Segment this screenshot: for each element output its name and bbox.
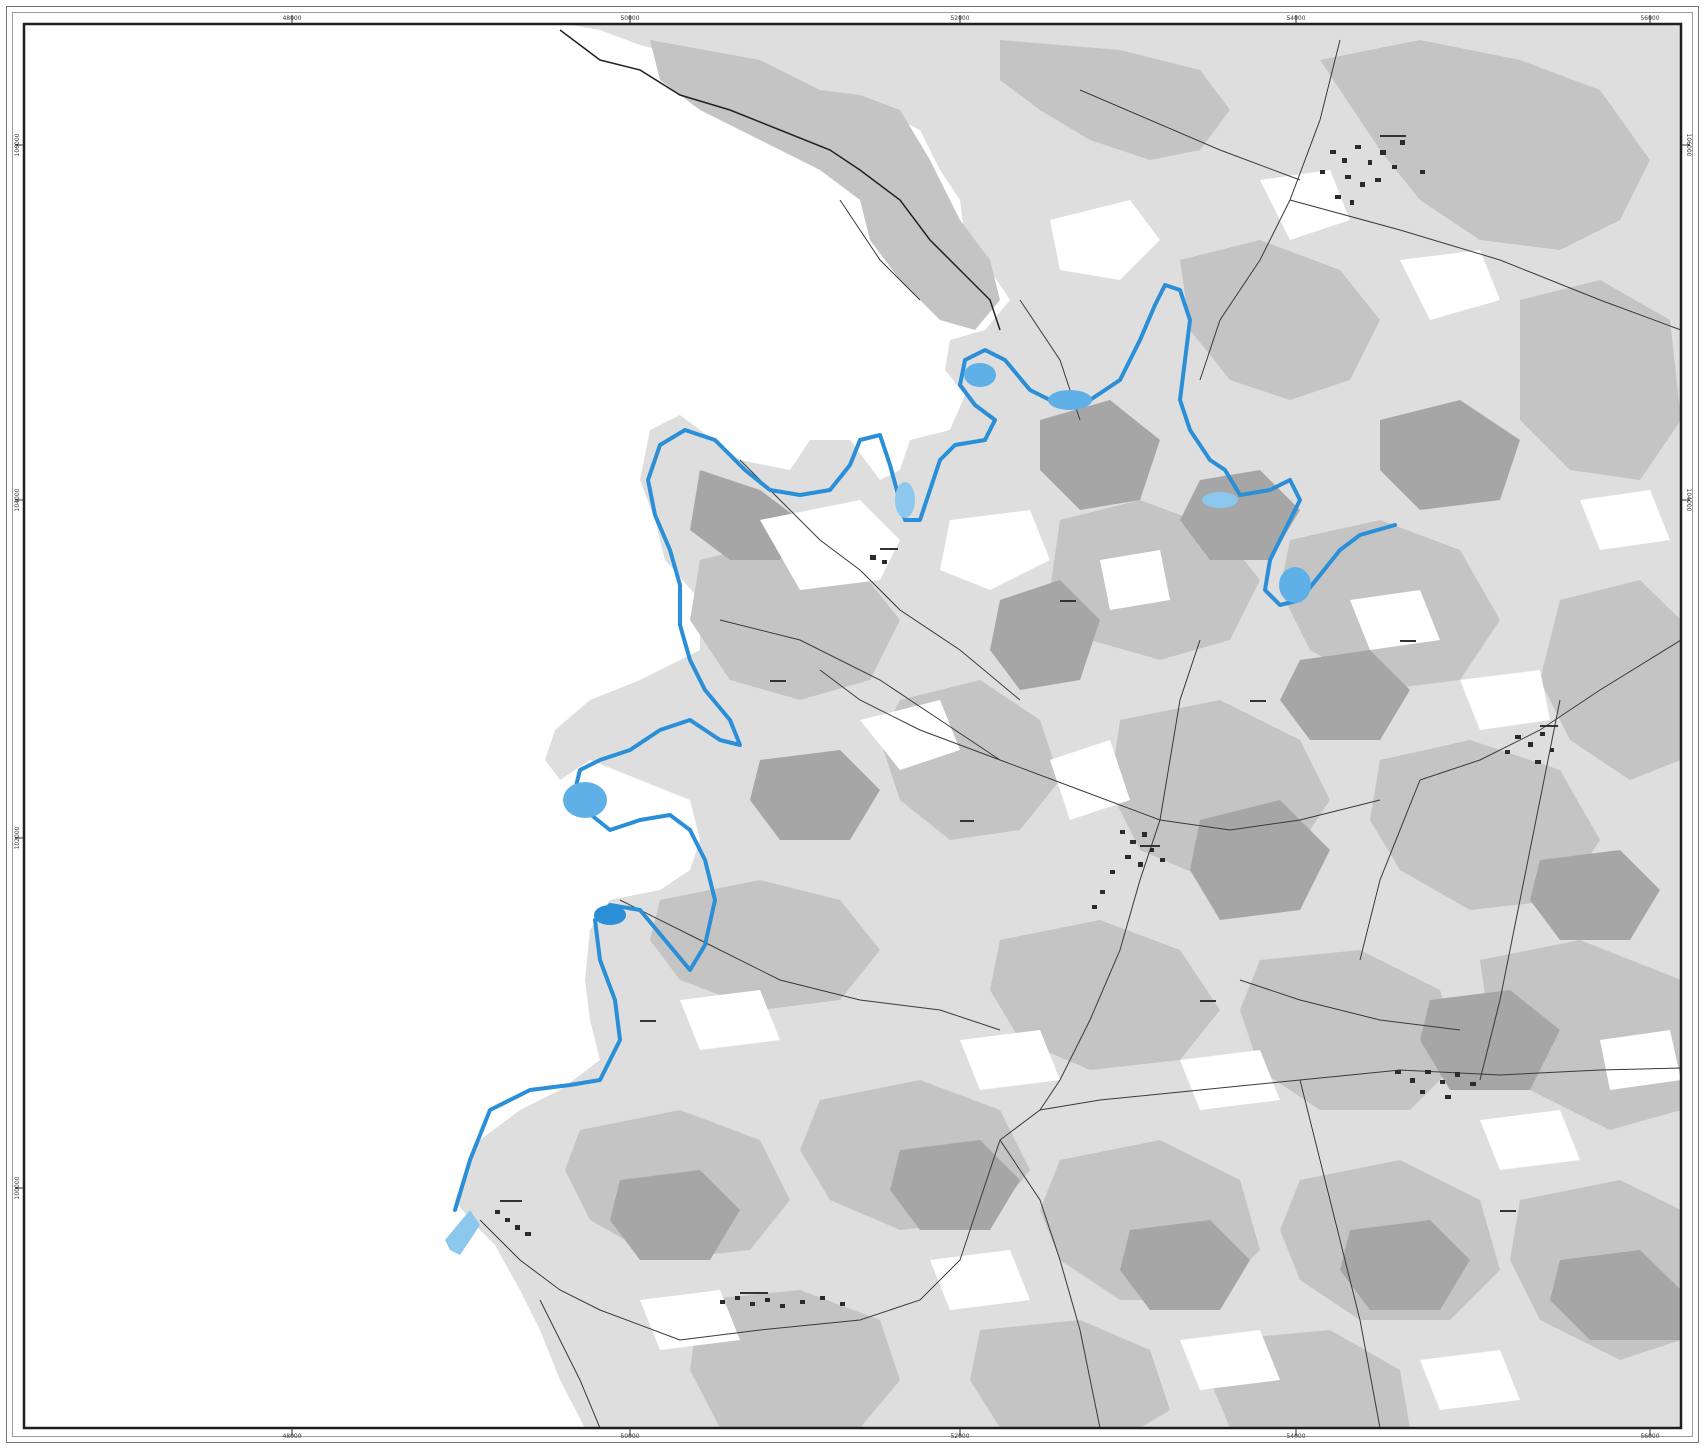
- left-y-label: 106000: [14, 133, 21, 156]
- river-pools: [445, 363, 1311, 1255]
- village-south: [1395, 1070, 1476, 1099]
- roads: [479, 39, 1681, 1428]
- bottom-x-label: 56000: [1640, 1433, 1659, 1440]
- village-east: [1505, 732, 1554, 764]
- bottom-x-label: 50000: [620, 1433, 639, 1440]
- grid-ticks: 48000 50000 52000 54000 56000 48000 50000 52000…: [14, 15, 1692, 1440]
- right-y-label: 104000: [1685, 489, 1692, 512]
- left-y-label: 100000: [14, 1176, 21, 1199]
- place-marks: [500, 135, 1558, 1294]
- top-x-label: 56000: [1640, 15, 1659, 22]
- top-x-label: 52000: [950, 15, 969, 22]
- settlements: [495, 140, 1554, 1308]
- left-y-label: 104000: [14, 488, 21, 511]
- relief-dark: [610, 400, 1681, 1340]
- mid-frame: [12, 12, 1693, 1437]
- bottom-x-label: 48000: [282, 1433, 301, 1440]
- bottom-x-label: 54000: [1286, 1433, 1305, 1440]
- top-x-label: 50000: [620, 15, 639, 22]
- hamlet-west: [870, 555, 887, 564]
- village-south-west: [495, 1210, 845, 1308]
- left-y-label: 102000: [14, 826, 21, 849]
- village-north-east: [1320, 140, 1425, 205]
- outer-frame: [6, 6, 1699, 1443]
- river-meander: [453, 283, 1397, 1212]
- map-neatline: [22, 22, 1683, 1430]
- top-x-label: 54000: [1286, 15, 1305, 22]
- bottom-x-label: 52000: [950, 1433, 969, 1440]
- field-parcels: [640, 170, 1681, 1410]
- top-x-label: 48000: [282, 15, 301, 22]
- village-center: [1092, 830, 1165, 909]
- right-y-label: 106000: [1685, 134, 1692, 157]
- north-stream: [559, 29, 1001, 331]
